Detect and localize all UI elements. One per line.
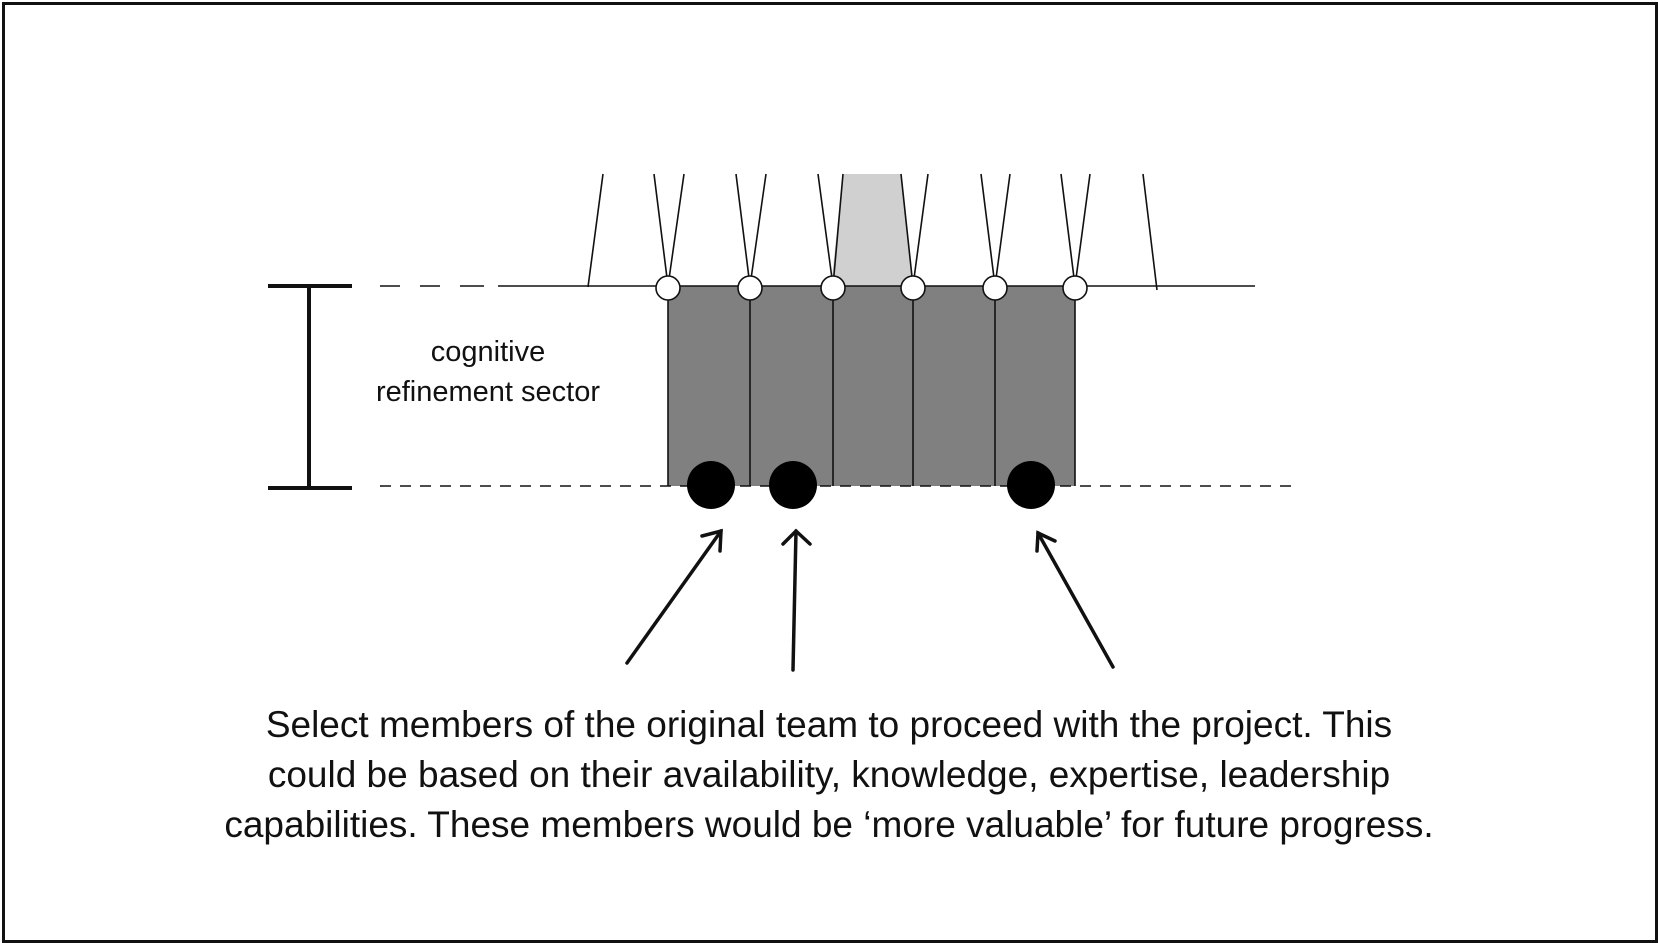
selected-member [1007,461,1055,509]
caption-line-1: Select members of the original team to p… [265,704,1393,745]
column-node [655,275,681,301]
sector-bracket [268,284,352,490]
selected-member [769,461,817,509]
arrow-member-3 [1035,530,1115,669]
sector-label-line-2: refinement sector [375,376,601,408]
arrow-member-1 [625,528,723,665]
team-columns [667,286,1076,486]
refinement-sector [668,286,1075,486]
column-node [1062,275,1088,301]
selected-member [687,461,735,509]
sector-label-line-1: cognitive [430,336,546,368]
caption-line-2: could be based on their availability, kn… [267,754,1391,795]
column-node [982,275,1008,301]
column-nodes [655,275,1088,301]
sector-label: cognitive refinement sector [340,332,636,412]
pointer-arrows [625,528,1115,672]
selected-members [687,461,1055,509]
column-node [737,275,763,301]
caption-line-3: capabilities. These members would be ‘mo… [224,804,1434,845]
column-node [900,275,926,301]
highlight-channel [831,174,913,286]
column-node [820,275,846,301]
incoming-lines [587,173,1158,291]
caption: Select members of the original team to p… [110,700,1548,850]
arrow-member-2 [781,528,812,672]
